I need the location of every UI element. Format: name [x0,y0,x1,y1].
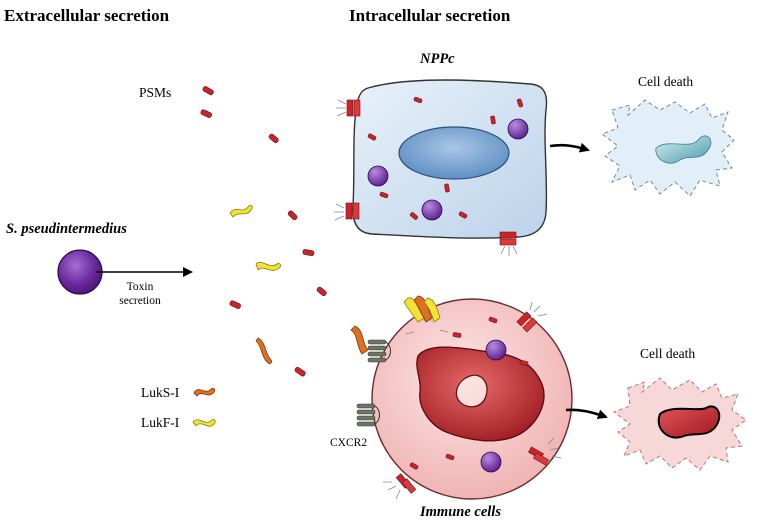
immune-membrane-pores [383,301,562,500]
legend-lukf-swatch [192,418,216,427]
psm-toxin [490,115,496,125]
psm-toxin [488,316,498,324]
npp-vesicles [367,118,529,221]
psm-toxin [302,249,315,257]
luks-receptor-complex [350,325,391,363]
psm-toxin [445,453,455,461]
vesicle [367,165,389,187]
npp-nucleus [398,126,510,180]
vesicle [421,199,443,221]
immune-death-arrow [565,408,608,420]
psm-pore [334,202,360,221]
dead-immune-nucleus [657,405,721,439]
psm-toxin [409,462,419,470]
psm-toxin [202,86,214,96]
legend-luks-label: LukS-I [141,385,180,400]
psm-toxin [409,212,419,220]
psm-pore [336,99,361,117]
bacterium-cell [57,249,103,295]
toxin-secretion-label-2: secretion [119,295,161,307]
legend-luks-swatch [193,387,216,397]
vesicle [507,118,529,140]
psm-toxin [287,210,298,221]
psm-toxin [229,300,241,309]
psm-toxin [379,191,389,199]
lukf-toxin [229,204,253,218]
psm-toxin [294,366,306,377]
psm-toxin [452,332,462,338]
npp-internal-psms [367,96,524,220]
psm-toxin [519,360,529,366]
psm-toxin [413,96,423,104]
legend-lukf-label: LukF-I [141,415,180,430]
psm-pore [528,437,562,466]
luks-toxin [255,337,273,365]
cxcr2-receptor [356,403,380,427]
bacterium-label: S. pseudintermedius [6,221,127,237]
heading-intracellular: Intracellular secretion [349,6,511,25]
vesicle [480,451,502,473]
leukocidin-pore [403,295,449,335]
psm-toxin [316,286,327,297]
psm-toxin [458,211,468,219]
npp-membrane-pores [334,99,518,256]
psms-label: PSMs [139,85,171,100]
lukf-toxin [255,261,281,271]
psm-pore [499,231,518,256]
toxin-secretion-label-1: Toxin [127,281,154,293]
free-psm-toxins [200,86,327,377]
psm-toxin [268,133,279,144]
npp-cell-label: NPPc [419,51,455,67]
psm-pore [516,301,548,333]
cxcr2-label: CXCR2 [330,437,367,449]
cell-death-label-bottom: Cell death [640,346,695,361]
cell-death-label-top: Cell death [638,74,693,89]
psm-toxin [200,109,212,118]
psm-toxin [367,133,377,141]
immune-cell [371,298,573,500]
dead-npp-nucleus [655,135,712,164]
immune-cells-label: Immune cells [419,504,501,520]
npp-death-arrow [549,142,590,153]
immune-internal-psms [409,316,529,470]
psm-pore [383,473,417,500]
immune-vesicles [480,339,507,473]
heading-extracellular: Extracellular secretion [4,6,170,25]
psm-toxin [444,183,450,193]
psm-toxin [516,98,524,108]
vesicle [485,339,507,361]
